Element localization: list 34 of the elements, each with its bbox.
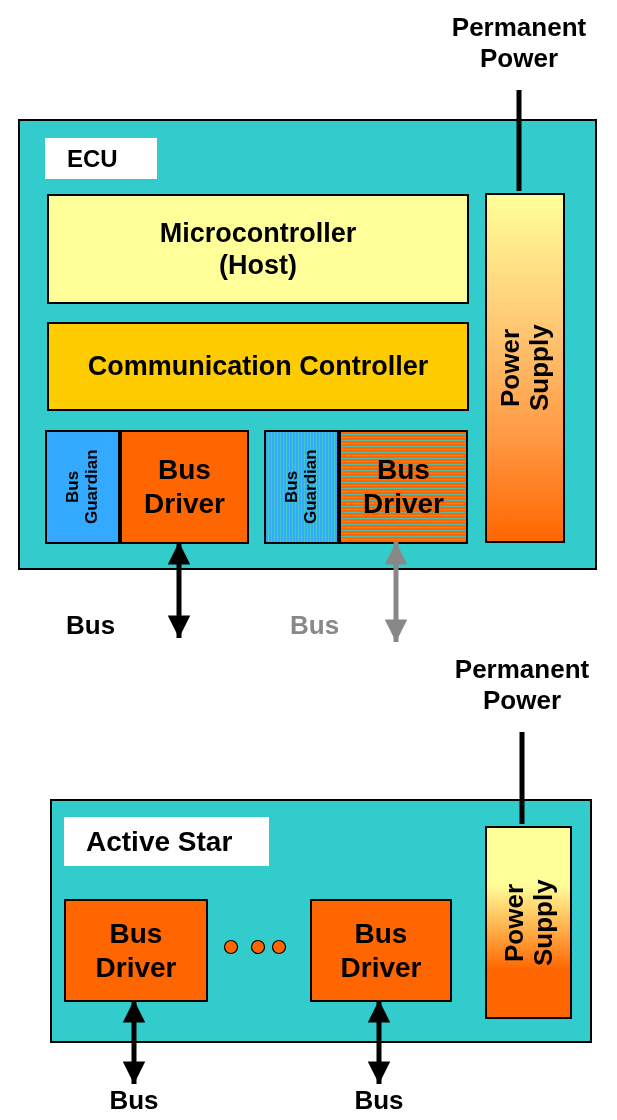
power-supply-box — [485, 826, 572, 1019]
box-label: Communication Controller — [87, 350, 429, 383]
bus-guardian-box — [45, 430, 120, 544]
bus-arrow — [167, 542, 191, 638]
power-line — [516, 90, 522, 191]
box-label: Bus Driver — [143, 453, 226, 521]
microcontroller-box — [47, 194, 469, 304]
bus-arrow — [122, 1000, 146, 1084]
bus-arrow — [367, 1000, 391, 1084]
box-label: Bus Driver — [94, 916, 178, 985]
box-label: Bus Driver — [339, 916, 423, 985]
box-label: Bus Guardian — [282, 448, 321, 527]
panel-title: Active Star — [64, 817, 269, 866]
bus-driver-box — [310, 899, 452, 1002]
bus-driver-box — [120, 430, 249, 544]
box-label: Permanent Power — [453, 653, 591, 717]
bus-driver-box — [64, 899, 208, 1002]
box-label: Permanent Power — [450, 11, 588, 75]
controller-box — [47, 322, 469, 411]
bus-label: Bus — [66, 612, 116, 638]
box-label: Bus — [354, 1085, 404, 1117]
ecu-panel — [18, 119, 597, 570]
panel-title: ECU — [45, 138, 157, 179]
power-supply-box — [485, 193, 565, 543]
box-label: Microcontroller (Host) — [158, 216, 358, 282]
active-star-panel — [50, 799, 592, 1043]
box-label: Bus Guardian — [63, 448, 102, 527]
power-line — [519, 732, 525, 824]
bus-label: Bus — [290, 612, 340, 638]
box-label: Bus — [109, 1085, 159, 1117]
bus-guardian-box — [264, 430, 339, 544]
bus-arrow — [384, 542, 408, 642]
box-label: Power Supply — [499, 878, 558, 968]
box-label: Power Supply — [496, 323, 554, 414]
